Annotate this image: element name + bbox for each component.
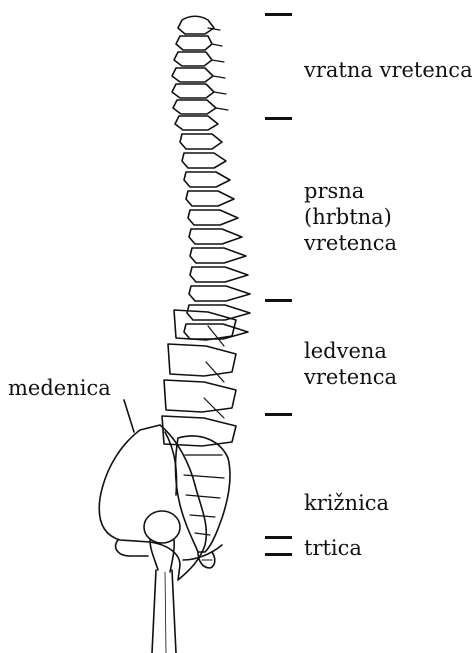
- tick-top: [265, 13, 292, 16]
- lumbar-vertebrae: [162, 310, 236, 446]
- tick-thoracic-lumbar: [265, 299, 292, 302]
- tick-sacral-coccyx: [265, 536, 292, 539]
- tick-lumbar-sacral: [265, 413, 292, 416]
- label-sacrum: križnica: [304, 490, 389, 516]
- label-lumbar: ledvena vretenca: [304, 338, 397, 390]
- label-thoracic: prsna (hrbtna) vretenca: [304, 178, 397, 256]
- label-coccyx: trtica: [304, 535, 362, 561]
- tick-cervical-thoracic: [265, 117, 292, 120]
- femur-shaft: [152, 570, 176, 653]
- label-cervical: vratna vretenca: [304, 57, 473, 83]
- label-pelvis: medenica: [8, 375, 111, 401]
- pelvis-pointer: [124, 400, 134, 432]
- tick-coccyx-end: [265, 553, 292, 556]
- cervical-vertebrae: [172, 16, 228, 130]
- femur-head: [144, 511, 180, 543]
- thoracic-vertebrae: [180, 134, 250, 339]
